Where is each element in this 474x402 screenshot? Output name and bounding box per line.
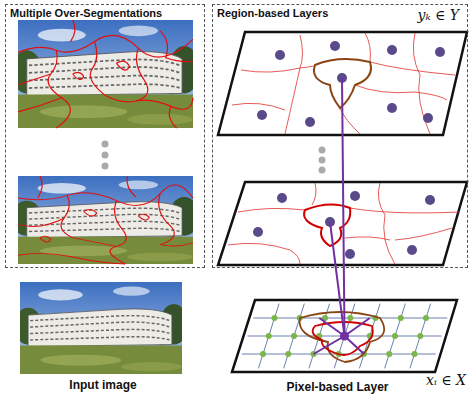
segmented-photo (11, 176, 199, 264)
region-layer (425, 195, 435, 205)
link-line (314, 78, 370, 354)
layer-frame: Pixel-based Layer xᵢ ∈ X (225, 296, 470, 398)
pixel-grid (398, 315, 404, 321)
region-layer (378, 183, 395, 264)
link-line (345, 318, 370, 336)
dashed-panel: Region-based Layers yₖ ∈ Y (212, 4, 468, 268)
region-layer (435, 47, 445, 57)
region-layer (241, 65, 315, 72)
region-layer (232, 103, 285, 110)
segmented-photo (18, 176, 193, 264)
region-layer (277, 193, 287, 203)
ellipsis-dots (102, 152, 109, 159)
pixel-node (340, 332, 349, 341)
region-layer (387, 103, 397, 113)
input-photo (14, 282, 188, 374)
region-layer (330, 41, 340, 51)
region-layer (345, 237, 390, 240)
region-layer (228, 243, 300, 264)
panel-title: Region-based Layers (217, 7, 328, 19)
pixel-grid (347, 315, 353, 321)
input-photo (14, 282, 188, 374)
pixel-grid (258, 304, 279, 369)
region-layer (257, 41, 445, 127)
region-layer (350, 191, 360, 201)
segmented-photo (11, 20, 199, 128)
region-layer (387, 45, 397, 55)
ellipsis-dots (319, 157, 326, 164)
ellipsis-dots (102, 163, 109, 170)
layer-caption: Pixel-based Layer (265, 380, 410, 394)
pixel-grid (410, 304, 431, 369)
pixel-grid (386, 351, 392, 357)
image-frame: Input image (18, 280, 188, 398)
region-layer (312, 183, 316, 205)
dashed-panel: Multiple Over-Segmentations (5, 4, 205, 268)
pixel-grid (423, 315, 429, 321)
region-layer (370, 62, 455, 75)
ellipsis-dots (102, 141, 109, 148)
region-layer (275, 50, 285, 60)
pixel-grid (385, 304, 406, 369)
region-layer (285, 35, 303, 134)
ellipsis-dots (319, 147, 326, 154)
region-layer (423, 113, 433, 123)
link-line (314, 336, 345, 354)
link-line (319, 318, 344, 336)
pixel-grid (417, 333, 423, 339)
math-label: yₖ ∈ Y (417, 7, 459, 23)
math-label: xᵢ ∈ X (426, 372, 466, 388)
pixel-grid (272, 315, 278, 321)
region-layer (350, 208, 460, 213)
region-layer (238, 208, 305, 212)
ellipsis-dots (102, 141, 109, 170)
pixel-grid (285, 351, 291, 357)
panel-title: Multiple Over-Segmentations (10, 7, 162, 19)
link-line (342, 78, 345, 336)
pixel-grid (260, 351, 266, 357)
pixel-grid (284, 304, 305, 369)
pixel-grid (412, 351, 418, 357)
region-layer (355, 85, 447, 100)
region-layer (257, 110, 267, 120)
segmented-photo (11, 176, 199, 264)
region-layer (345, 249, 355, 259)
link-line (330, 222, 345, 336)
pixel-grid (291, 333, 297, 339)
pixel-grid (392, 333, 398, 339)
pixel-grid (266, 333, 272, 339)
region-layer (305, 117, 315, 127)
ellipsis-dots (319, 147, 326, 174)
image-caption: Input image (18, 378, 188, 392)
region-layer (407, 245, 417, 255)
ellipsis-dots (319, 167, 326, 174)
region-layer (365, 33, 370, 62)
region-layer (395, 228, 452, 240)
region-layer (253, 227, 263, 237)
region-layer (232, 33, 455, 134)
segmented-photo (18, 20, 193, 128)
segmented-photo (11, 20, 199, 128)
